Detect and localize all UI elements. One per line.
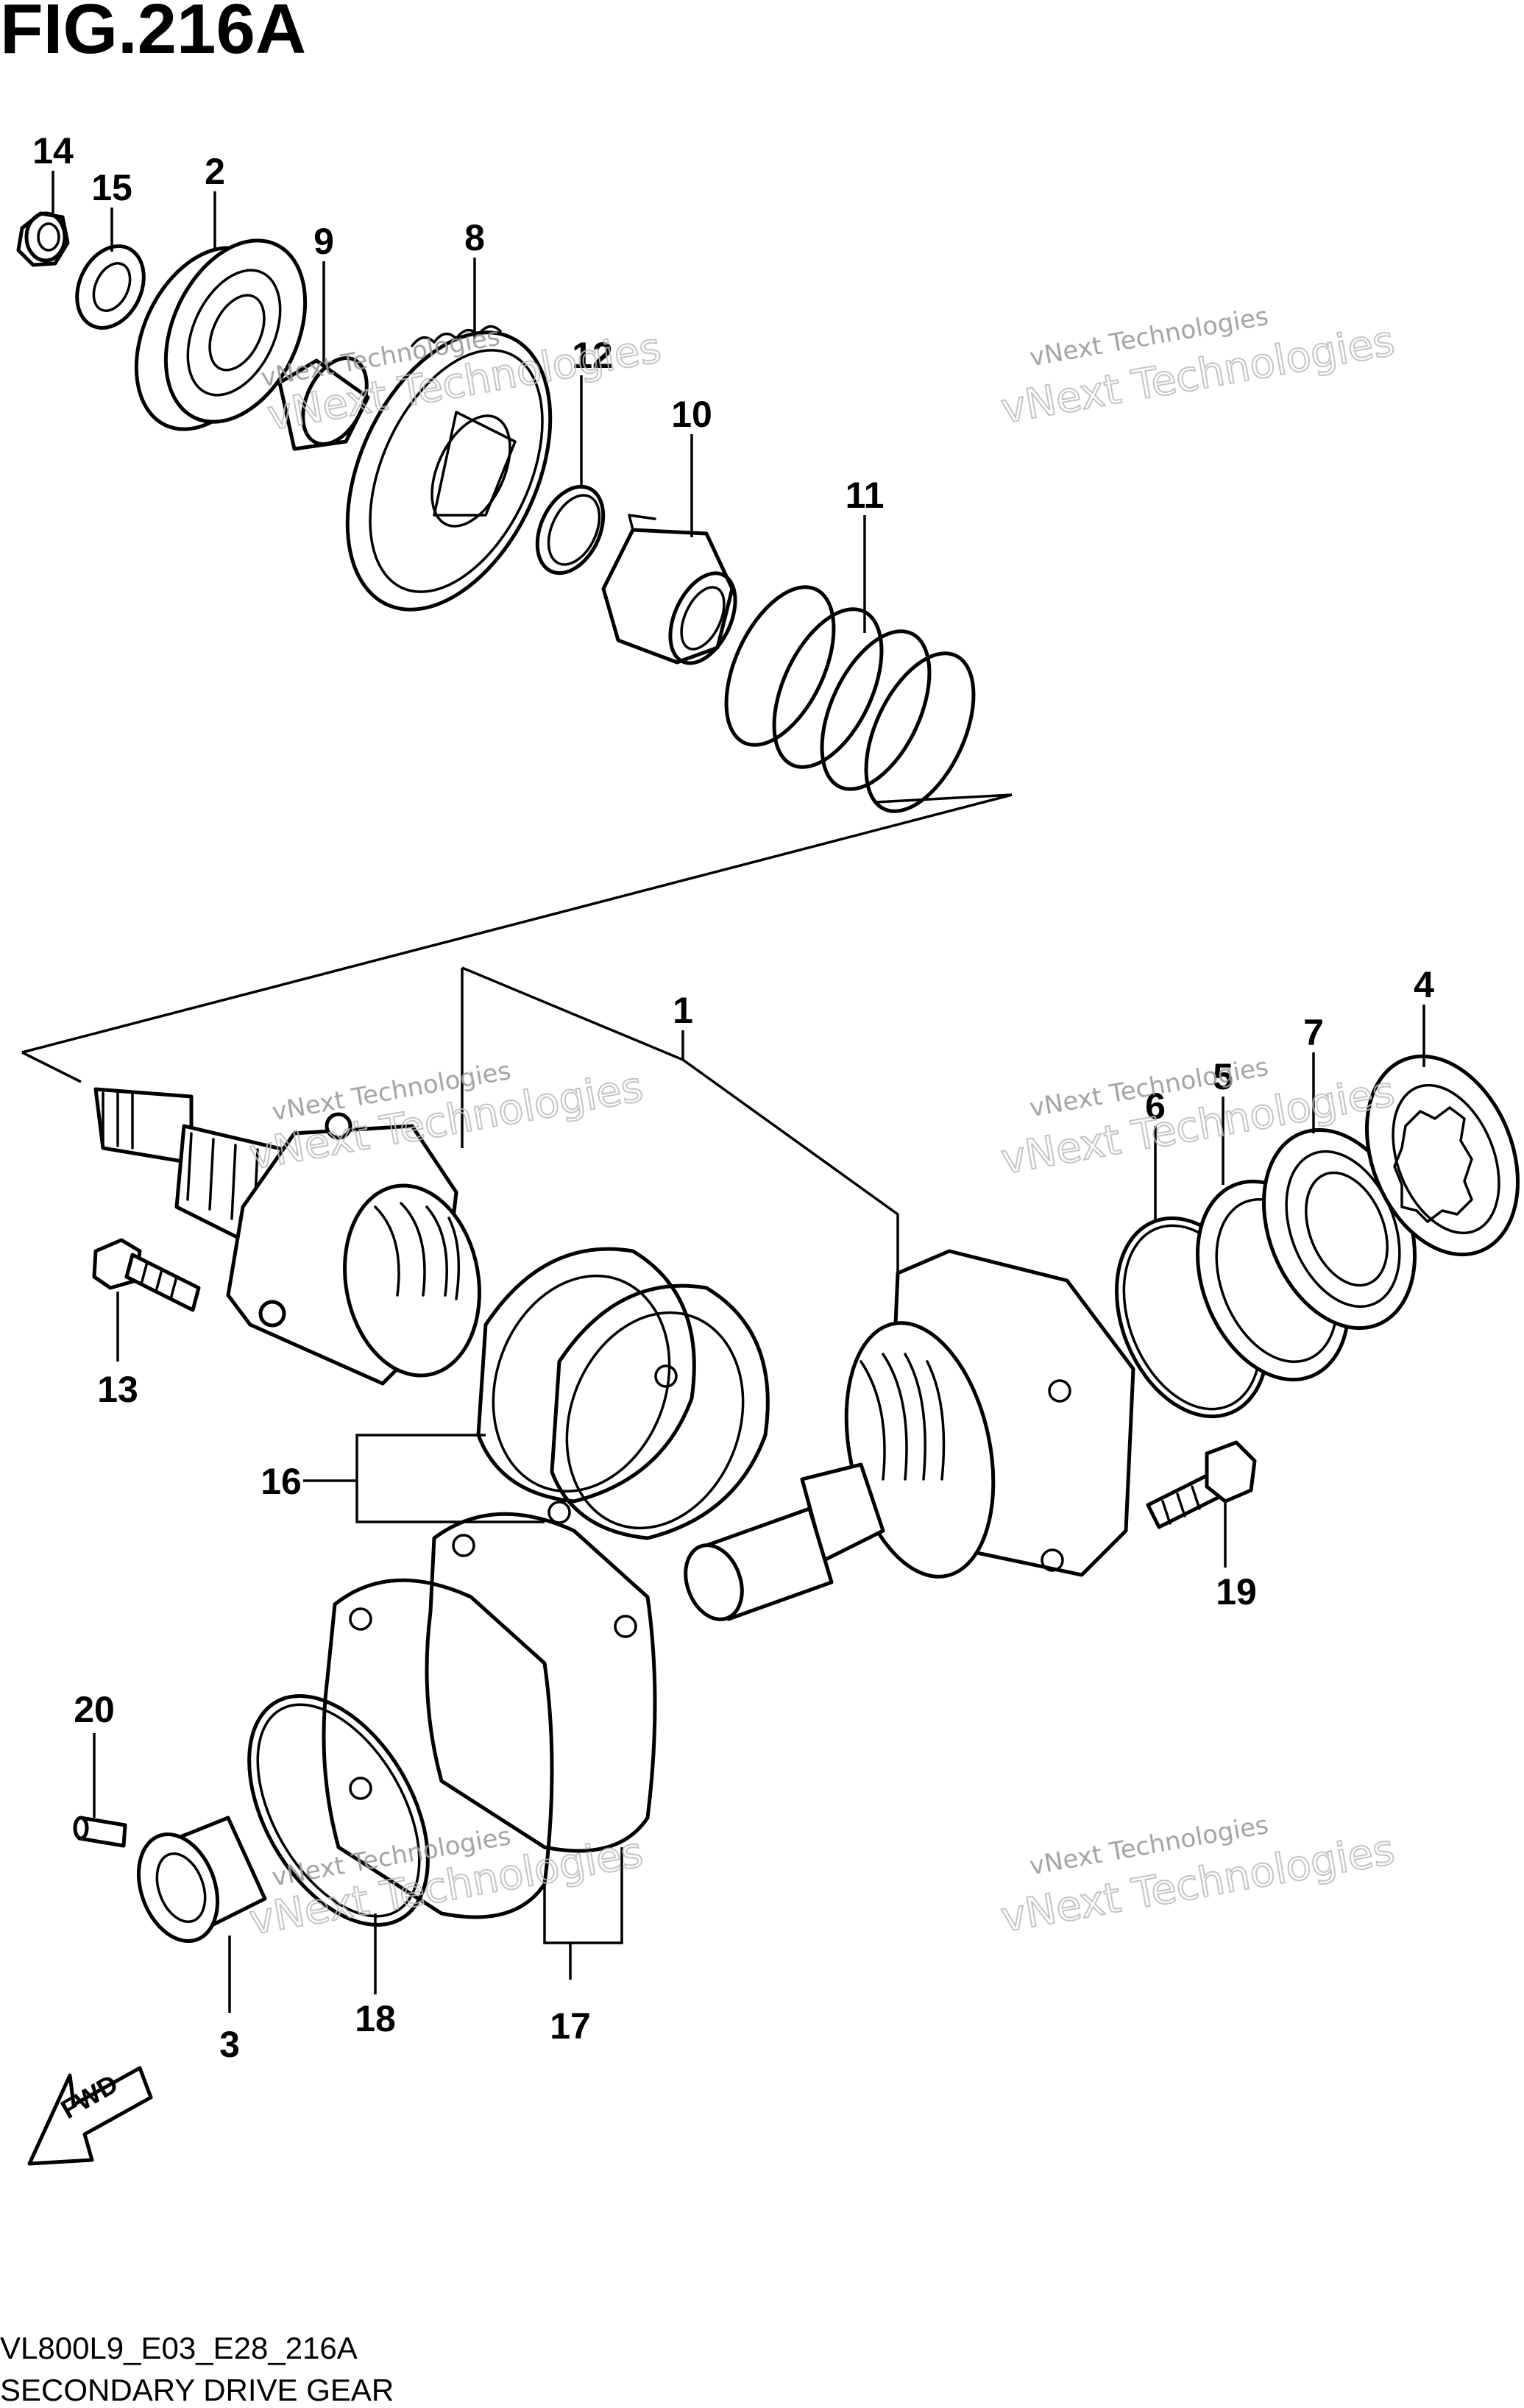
- part-2-bearing: [134, 238, 308, 431]
- fwd-arrow: FWD: [27, 2066, 153, 2166]
- callout-8: 8: [464, 217, 485, 258]
- figure-title: FIG.216A: [0, 0, 306, 68]
- group-bracket-upper: [21, 793, 1013, 1054]
- callout-2: 2: [205, 151, 225, 192]
- part-4-lock-nut: [1364, 1054, 1520, 1257]
- part-17-gasket: [322, 1512, 657, 1919]
- part-13-bolt: [92, 1238, 201, 1312]
- callout-14: 14: [32, 130, 74, 171]
- part-15-washer: [75, 244, 146, 330]
- part-16-gasket: [476, 1247, 770, 1540]
- part-9-collar: [277, 356, 370, 451]
- callout-20: 20: [74, 1689, 115, 1730]
- model-code: VL800L9_E03_E28_216A: [0, 2331, 358, 2365]
- callout-4: 4: [1414, 964, 1434, 1005]
- diagram-caption: SECONDARY DRIVE GEAR: [0, 2373, 394, 2407]
- callout-7: 7: [1303, 1012, 1324, 1053]
- part-12-circlip: [535, 484, 606, 576]
- callout-13: 13: [97, 1369, 138, 1410]
- leader-1-housing: [461, 966, 899, 1273]
- callout-19: 19: [1216, 1571, 1257, 1612]
- callout-15: 15: [91, 167, 132, 208]
- group-bracket-upper-end: [21, 1051, 82, 1083]
- part-1-pinion-housing: [684, 1249, 1135, 1621]
- callout-12: 12: [572, 335, 613, 376]
- callout-18: 18: [355, 1998, 396, 2039]
- part-11-spring: [724, 585, 976, 813]
- callout-10: 10: [671, 394, 712, 435]
- callout-1: 1: [673, 990, 693, 1031]
- part-8-gear: [345, 325, 553, 612]
- callout-6: 6: [1145, 1086, 1166, 1127]
- callout-17: 17: [550, 2005, 591, 2047]
- part-10-cam-dog: [601, 514, 737, 665]
- part-18-o-ring: [247, 1694, 430, 1927]
- part-20-pin: [73, 1816, 127, 1848]
- part-14-nut: [16, 211, 70, 267]
- callout-3: 3: [219, 2024, 240, 2065]
- callout-16: 16: [261, 1461, 302, 1502]
- part-19-bolt: [1146, 1440, 1257, 1529]
- callout-11: 11: [846, 475, 885, 516]
- callout-5: 5: [1213, 1056, 1233, 1097]
- callout-9: 9: [313, 221, 334, 262]
- part-3-needle-bearing: [136, 1816, 267, 1944]
- part-1-drive-shaft-housing: [93, 1087, 481, 1386]
- callout-labels: 14 15 2 9 8 12 10 11 1 4 7 5 6 13 16 19 …: [32, 130, 1434, 2065]
- leader-lines: [52, 171, 1425, 2013]
